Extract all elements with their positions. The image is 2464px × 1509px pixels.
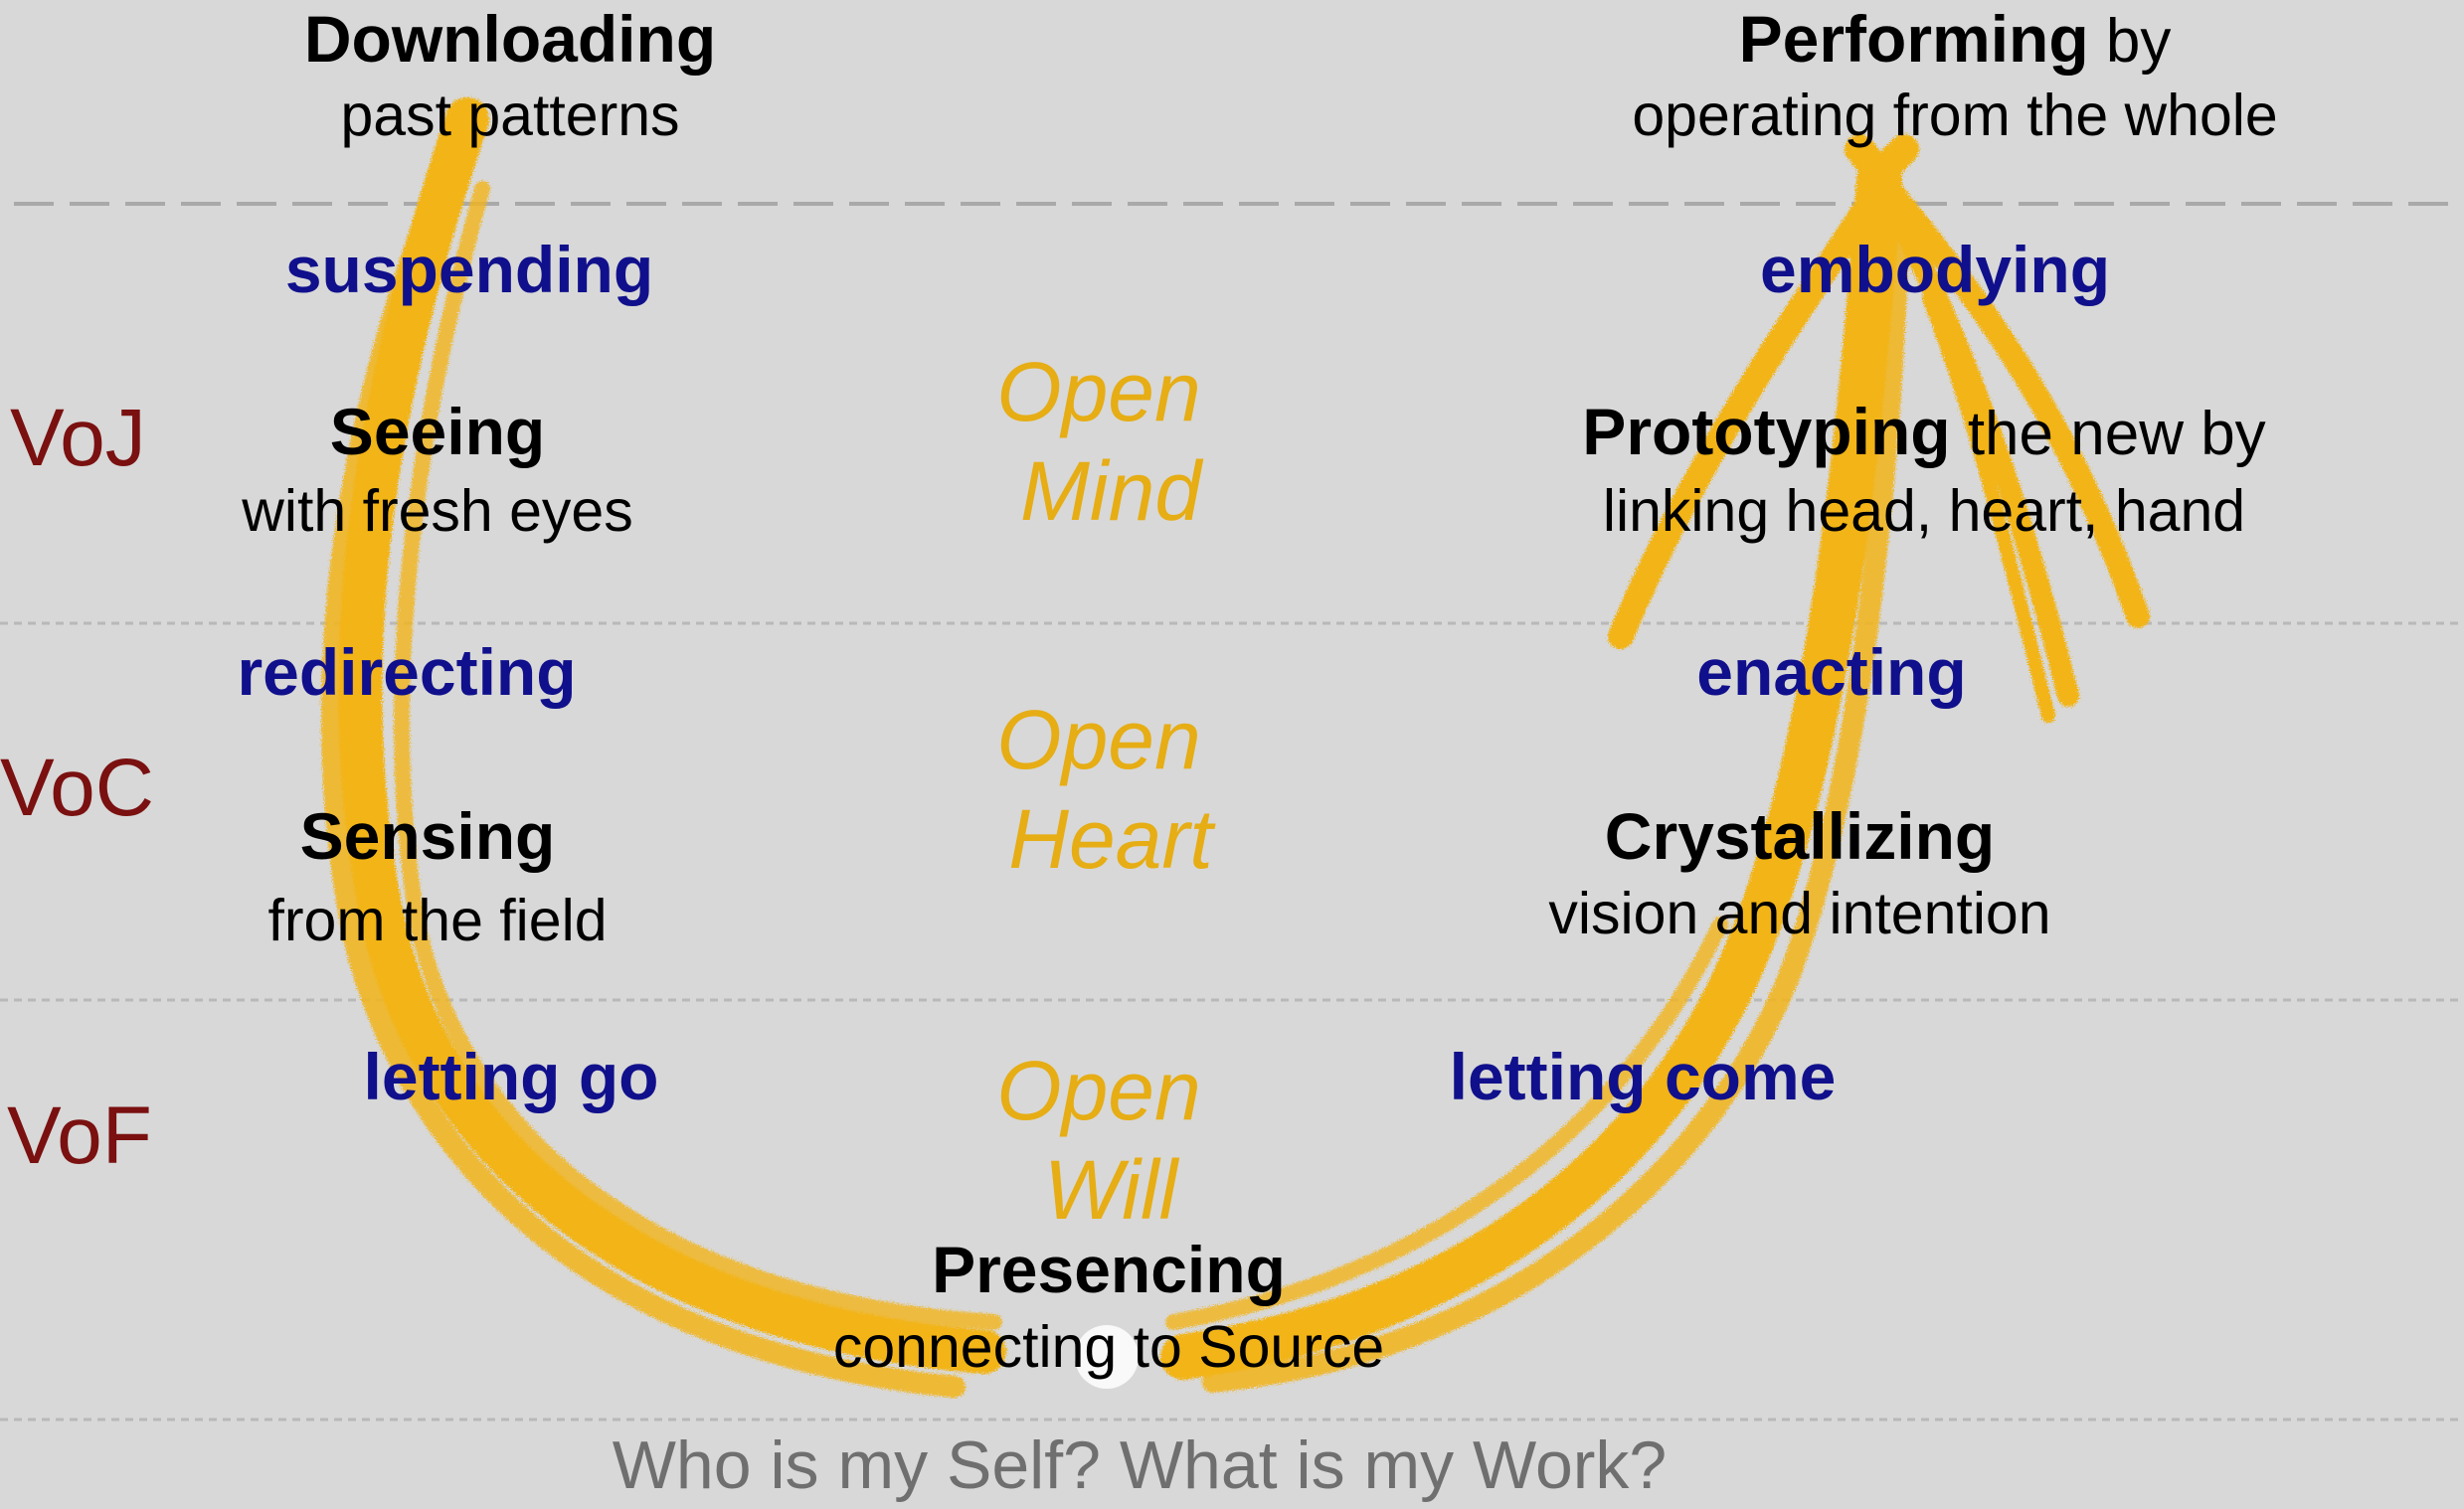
open-heart-line2: Heart	[1008, 792, 1213, 886]
u-arrow-right-arm	[1160, 156, 1902, 1380]
u-arrow-right-arm-inner	[1165, 917, 1728, 1330]
embodying-label: embodying	[1759, 233, 2111, 306]
u-arrow-head-right	[1877, 177, 2150, 628]
u-arrow-right-arm-outer	[1202, 208, 1910, 1393]
seeing-title: Seeing	[329, 395, 546, 468]
letting-go-label: letting go	[363, 1040, 659, 1113]
prototyping-title-suffix: the new by	[1950, 400, 2266, 468]
sensing-title: Sensing	[299, 799, 556, 873]
u-arrow-head-left	[1608, 176, 1892, 649]
crystallizing-title: Crystallizing	[1604, 799, 1996, 873]
redirecting-label: redirecting	[237, 635, 577, 709]
open-mind-line1: Open	[996, 345, 1201, 438]
sensing-subtitle: from the field	[267, 888, 608, 953]
downloading-title: Downloading	[303, 2, 717, 76]
presencing-title: Presencing	[932, 1233, 1286, 1306]
level-voj: VoJ	[10, 393, 146, 483]
open-will-line1: Open	[996, 1044, 1201, 1137]
downloading-subtitle: past patterns	[340, 83, 680, 148]
prototyping-heading: Prototyping the new by	[1582, 399, 2265, 465]
u-arrow-head-right-2	[1893, 218, 2079, 707]
u-arrow-head-tip	[1845, 134, 1919, 189]
suspending-label: suspending	[284, 233, 654, 306]
prototyping-title: Prototyping	[1582, 395, 1951, 468]
performing-heading: Performing by	[1739, 6, 2172, 73]
level-voc: VoC	[0, 743, 154, 833]
presencing-point	[1075, 1325, 1139, 1389]
enacting-label: enacting	[1696, 635, 1967, 709]
u-arrow	[321, 97, 2150, 1398]
prototyping-subtitle: linking head, heart, hand	[1602, 478, 2246, 544]
presencing-subtitle: connecting to Source	[832, 1314, 1385, 1380]
u-arrow-left-arm-inner	[394, 181, 1002, 1330]
self-work-question: Who is my Self? What is my Work?	[612, 1427, 1668, 1503]
open-will-line2: Will	[1043, 1143, 1178, 1237]
u-arrow-left-arm	[338, 97, 1006, 1374]
open-heart-line1: Open	[996, 693, 1201, 786]
letting-come-label: letting come	[1449, 1040, 1837, 1113]
performing-title: Performing	[1738, 2, 2089, 76]
crystallizing-subtitle: vision and intention	[1548, 881, 2051, 946]
open-mind-line2: Mind	[1019, 444, 1202, 538]
level-vof: VoF	[7, 1090, 152, 1181]
seeing-subtitle: with fresh eyes	[242, 478, 633, 544]
performing-subtitle: operating from the whole	[1632, 83, 2278, 148]
u-arrow-head-right-3	[1922, 291, 2055, 723]
u-arrow-left-arm-outer	[321, 138, 966, 1398]
performing-title-suffix: by	[2088, 7, 2172, 76]
